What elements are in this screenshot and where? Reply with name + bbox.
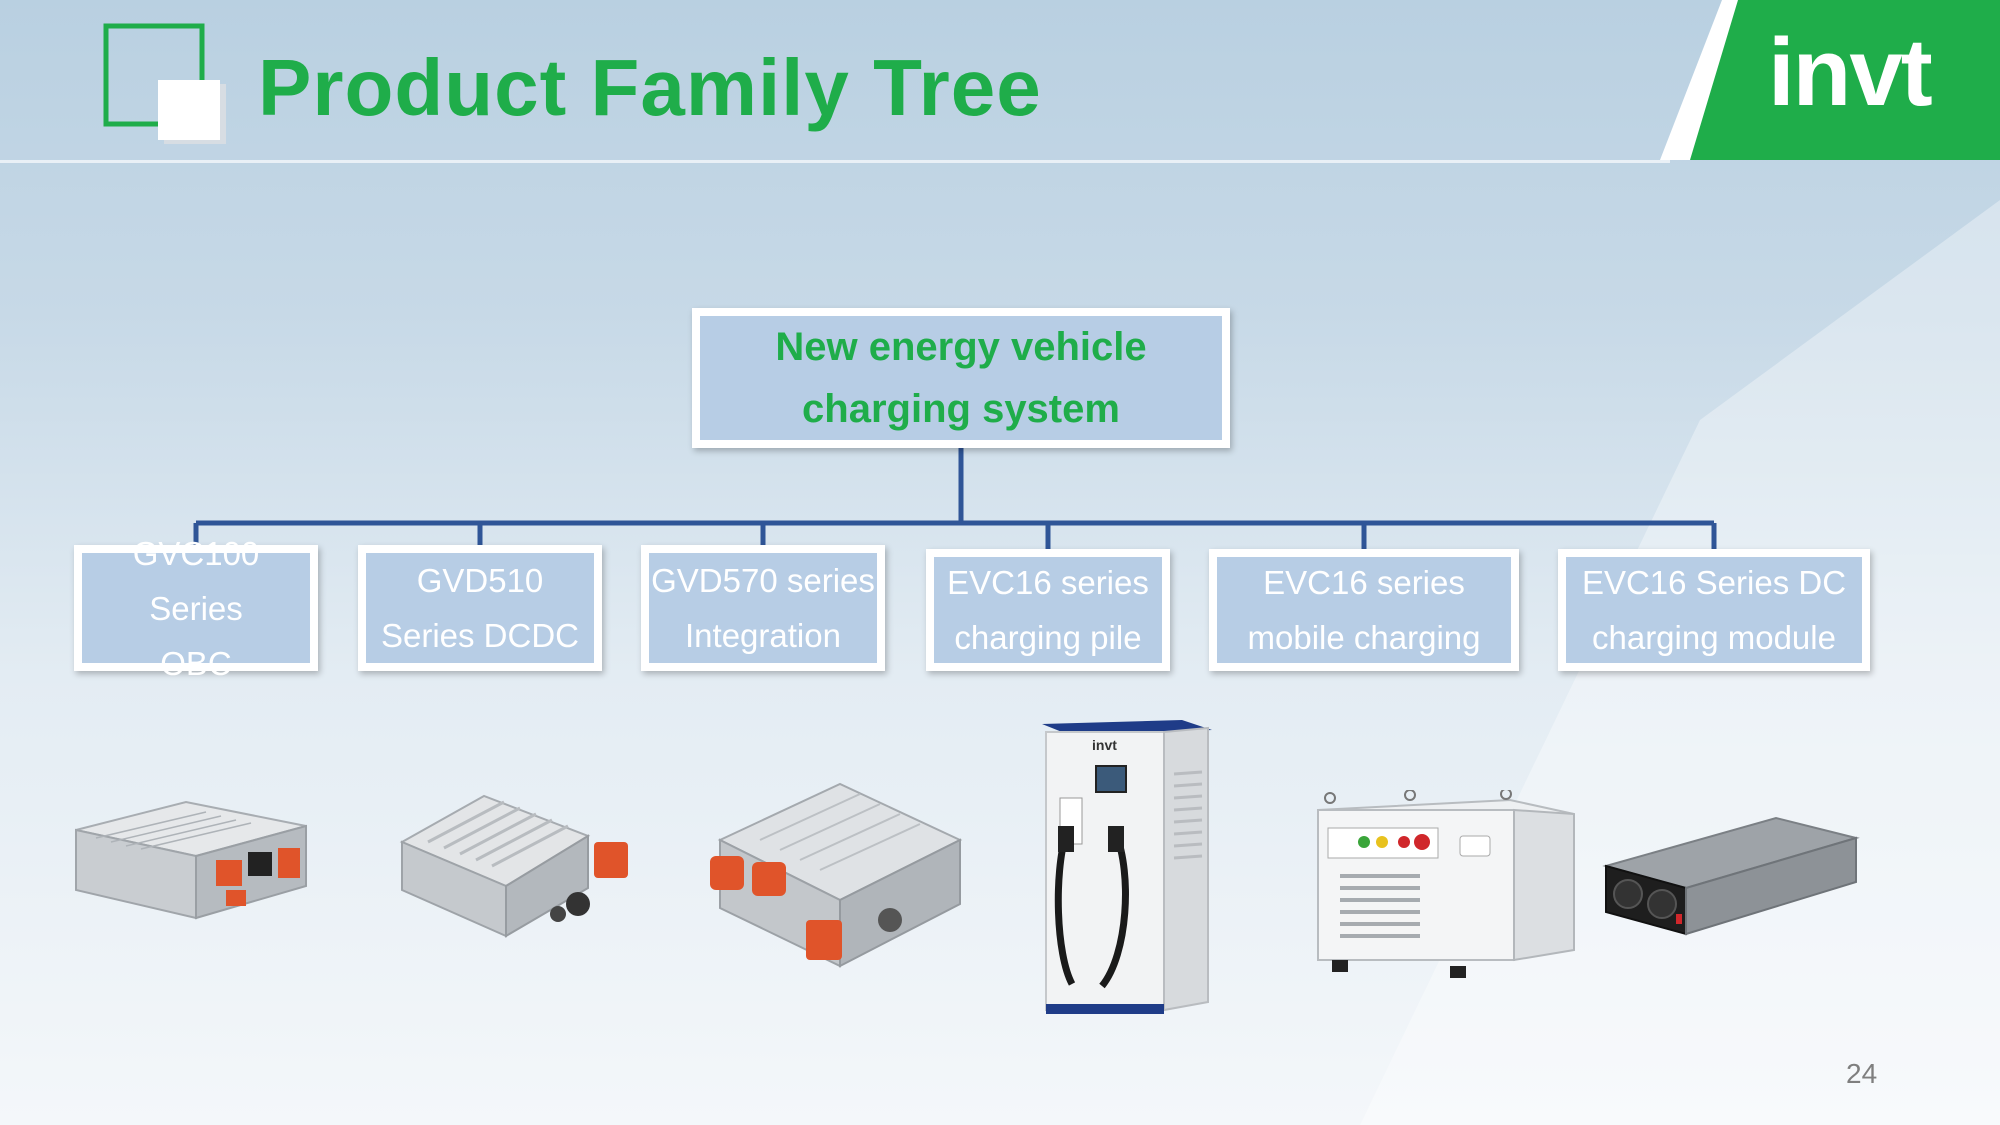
dc-module-icon [1602,816,1860,936]
integrated-unit-icon [710,782,963,968]
page-title: Product Family Tree [258,43,1042,132]
obc-module-icon [75,800,307,920]
title-square-icon [103,23,226,144]
mobile-charger-icon [1317,790,1575,978]
tree-node-gvd570: GVD570 series Integration [641,545,885,671]
dcdc-converter-icon [399,794,628,938]
tree-node-charging-pile: EVC16 series charging pile [926,549,1170,671]
node-label: GVC100 Series OBC [132,534,260,682]
node-label: GVD570 series Integration [651,562,875,654]
header-divider [0,160,1670,163]
page-number: 24 [1846,1058,1878,1089]
logo-background [1660,0,2000,160]
invt-logo: invt [1768,19,1933,126]
node-label: GVD510 Series DCDC [380,562,580,654]
root-label: New energy vehicle charging system [775,325,1147,431]
tree-root-node: New energy vehicle charging system [692,308,1230,448]
tree-node-dc-module: EVC16 Series DC charging module [1558,549,1870,671]
node-label: EVC16 series charging pile [947,564,1149,656]
tree-node-gvd510: GVD510 Series DCDC [358,545,602,671]
charging-pile-icon: invt [1042,720,1212,1014]
node-label: EVC16 series mobile charging [1247,564,1481,656]
node-label: EVC16 Series DC charging module [1581,564,1847,656]
tree-node-gvc100: GVC100 Series OBC [74,535,318,682]
tree-node-mobile-charging: EVC16 series mobile charging [1209,549,1519,671]
svg-text:invt: invt [1092,737,1117,753]
